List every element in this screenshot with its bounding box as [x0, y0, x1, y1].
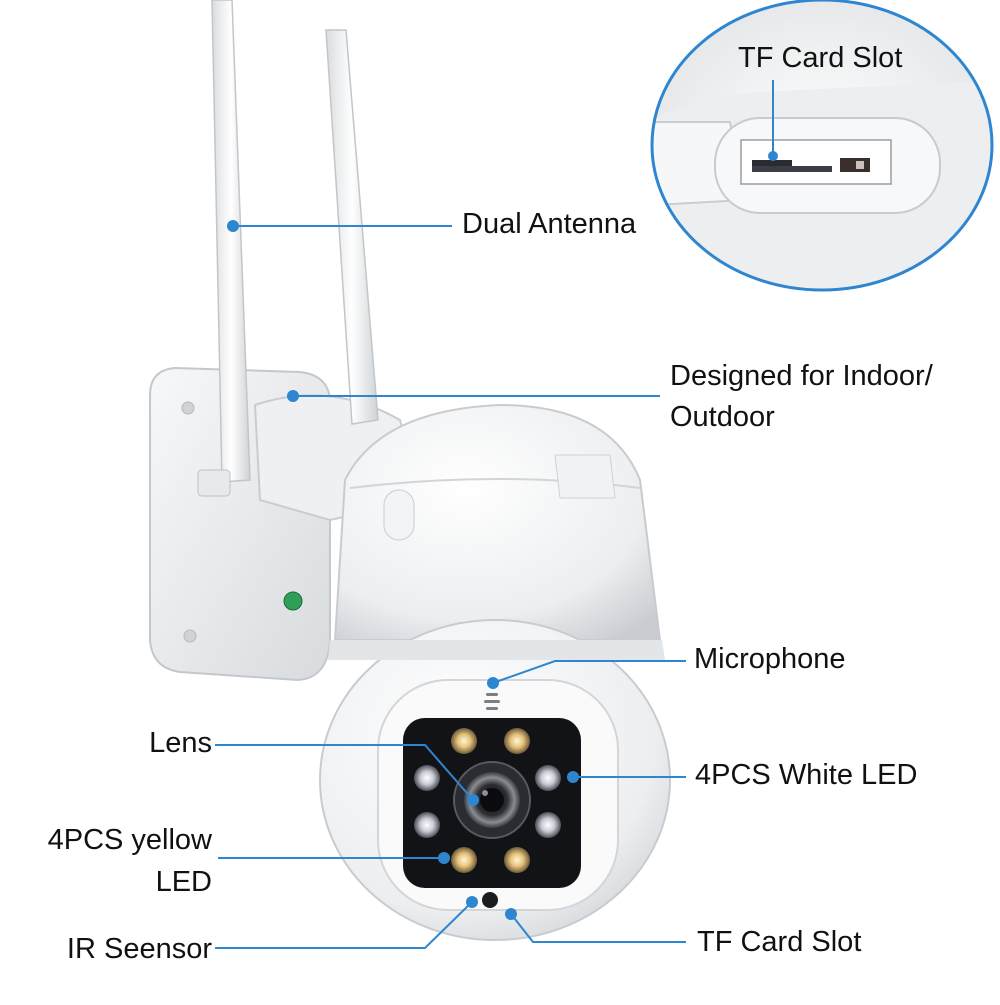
microphone-label: Microphone: [694, 643, 846, 675]
yellow-led: [451, 728, 477, 754]
camera-lens: [453, 761, 531, 839]
ir-sensor-label: IR Seensor: [66, 933, 212, 965]
yellow-led: [504, 847, 530, 873]
designed-for-label-line1: Designed for Indoor/: [670, 360, 933, 392]
inset-tf-card-slot-label: TF Card Slot: [738, 42, 903, 74]
designed-for-label-line2: Outdoor: [670, 401, 775, 433]
inset-zoom: [650, 0, 994, 292]
dual-antenna-label: Dual Antenna: [462, 208, 637, 240]
white-led: [414, 812, 440, 838]
tf-card-slot-label: TF Card Slot: [697, 926, 862, 958]
callouts: [215, 80, 778, 949]
camera-dome: [319, 403, 671, 941]
white-led: [535, 812, 561, 838]
yellow-led: [504, 728, 530, 754]
white-led: [414, 765, 440, 791]
yellow-led: [451, 847, 477, 873]
lens-label: Lens: [149, 727, 212, 759]
white-led-label: 4PCS White LED: [695, 759, 918, 791]
led-array: [414, 728, 561, 873]
yellow-led-label-line2: LED: [155, 866, 212, 898]
white-led: [535, 765, 561, 791]
yellow-led-label-line1: 4PCS yellow: [47, 824, 212, 856]
